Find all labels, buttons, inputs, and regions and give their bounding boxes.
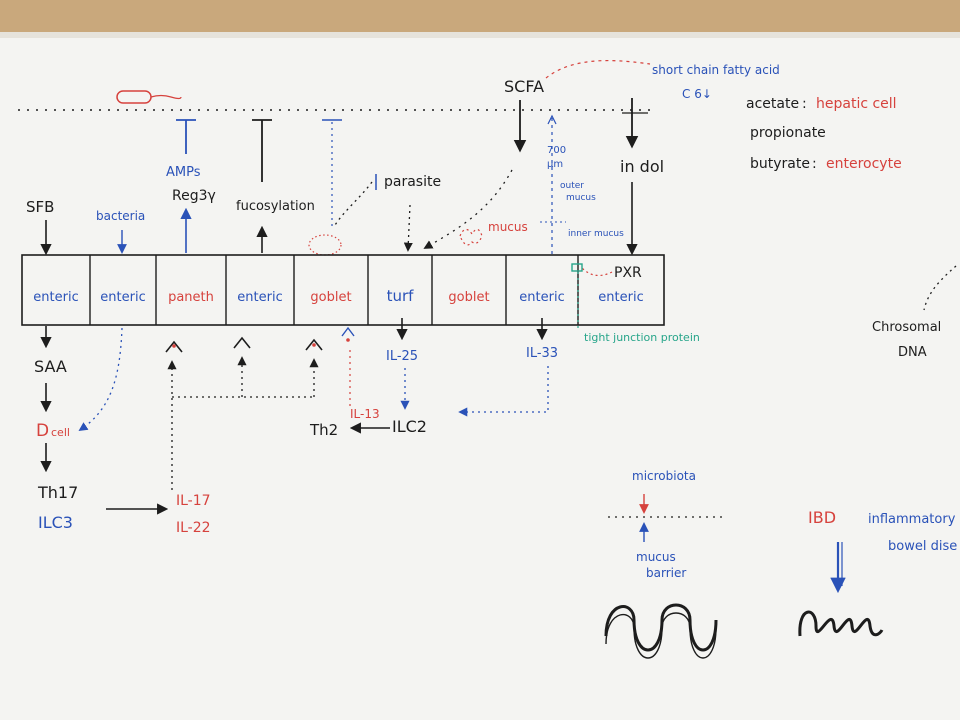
cell-label-enteric: enteric [100,290,145,305]
th2-label: Th2 [309,421,338,439]
bowel-disease-label: bowel dise [888,539,957,554]
chromosomal-label: Chrosomal [872,320,941,335]
turf-input-dotted [403,204,413,252]
inflammatory-label: inflammatory [868,512,956,527]
saa-label: SAA [34,357,67,376]
fucosylation-label: fucosylation [236,199,315,214]
il22-label: IL-22 [176,520,211,536]
colon-2: : [812,156,817,172]
scfa-to-turf-dotted [423,169,513,249]
ibd-villi-wave [798,610,884,637]
mucus-blob [459,228,483,246]
tight-junction-marker [571,263,583,272]
goblet-receptor [305,338,323,351]
amps-label: AMPs [166,165,201,180]
goblet-il13-receptor [341,326,355,342]
chromosomal-dotted-arc [923,265,957,311]
pxr-connector [581,267,613,277]
ibd-label: IBD [808,508,836,527]
goblet-inhibition-bar [322,119,342,230]
butyrate-label: butyrate [750,156,810,172]
microbiota-label: microbiota [632,469,696,483]
outer-mucus-label-2: mucus [566,193,596,203]
ilc2-label: ILC2 [392,417,427,436]
scfa-note-connector [545,60,651,79]
mucus-barrier-label-1: mucus [636,550,676,564]
mucus-label: mucus [488,220,528,234]
tight-junction-label: tight junction protein [584,331,700,344]
cell-label-turf: turf [387,287,415,305]
parasite-arrow [334,181,373,226]
cell-label-goblet: goblet [448,290,489,305]
amps-inhibition-bar [176,119,196,154]
healthy-villi-wave [604,603,718,652]
bacteria-to-dcell-dotted [78,327,123,432]
colon-1: : [802,96,807,112]
parasite-label: parasite [384,174,441,190]
bacteria-label: bacteria [96,209,145,223]
paneth-receptor [165,340,183,353]
acetate-target: hepatic cell [816,96,897,112]
dcell-letter: D [36,421,49,441]
scfa-note: short chain fatty acid [652,63,780,77]
outer-mucus-label: outer [560,181,584,191]
reg3-label: Reg3γ [172,188,216,204]
dna-label: DNA [898,345,927,360]
epithelium-outline [21,254,665,326]
cell-label-enteric: enteric [237,290,282,305]
scfa-label: SCFA [504,77,544,96]
scfa-note-carbon: C 6↓ [682,87,712,101]
ilc3-label: ILC3 [38,513,73,532]
il25-label: IL-25 [386,349,418,364]
butyrate-target: enterocyte [826,156,902,172]
epithelial-cell-layer: enteric enteric paneth enteric goblet turf gob… [21,254,665,326]
cell-label-enteric: enteric [598,290,643,305]
inner-mucus-label: inner mucus [568,229,624,239]
cell-label-enteric: enteric [33,290,78,305]
thickness-value: 700 [547,145,566,156]
il17-label: IL-17 [176,493,211,509]
indol-label: in dol [620,157,664,176]
cell-label-enteric: enteric [519,290,564,305]
cell-label-goblet: goblet [310,290,351,305]
cell-label-paneth: paneth [168,290,214,305]
fucosylation-inhibition-bar [252,119,272,182]
board-frame [0,0,960,32]
bacterium-icon [116,90,152,104]
propionate-label: propionate [750,125,826,141]
acetate-label: acetate [746,96,799,112]
th17-label: Th17 [37,483,78,502]
dcell-label: cell [51,426,70,439]
pxr-label: PXR [614,265,642,281]
il33-to-ilc2-dotted [458,366,549,417]
thickness-unit: μm [547,159,563,170]
il13-label: IL-13 [350,407,380,421]
il33-label: IL-33 [526,346,558,361]
mucus-barrier-label-2: barrier [646,566,686,580]
enteric-receptor [233,336,251,349]
goblet-secretion-blob [308,234,342,256]
sfb-label: SFB [26,198,54,216]
